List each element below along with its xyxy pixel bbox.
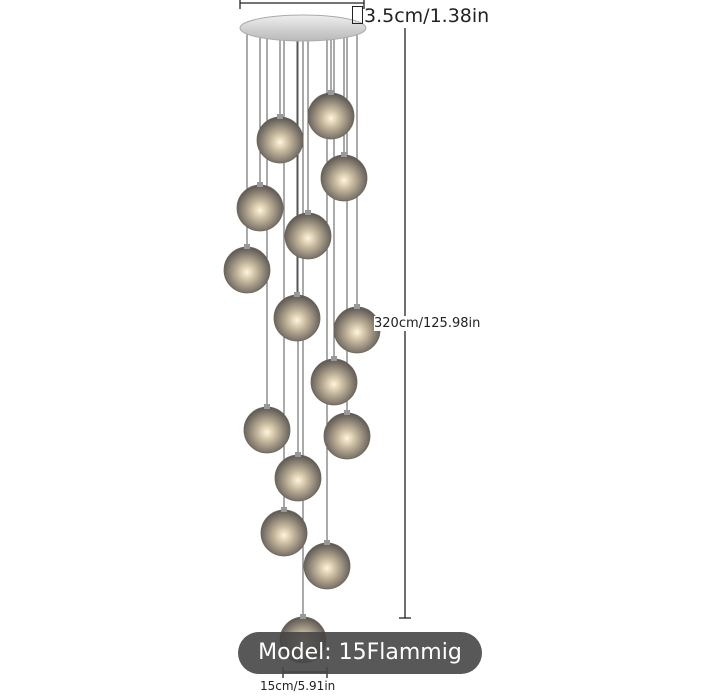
globe-cap (281, 507, 287, 512)
glass-globe (260, 509, 308, 557)
canopy-height-label: 3.5cm/1.38in (352, 5, 489, 27)
glass-globe (273, 294, 321, 342)
globe-cap (294, 292, 300, 297)
globe-cap (324, 540, 330, 545)
globes (223, 90, 381, 664)
globe-cap (305, 210, 311, 215)
glass-globe (274, 454, 322, 502)
missing-glyph-icon (352, 6, 363, 24)
ceiling-canopy (239, 14, 367, 42)
glass-globe (256, 116, 304, 164)
glass-globe (307, 92, 355, 140)
glass-globe (323, 412, 371, 460)
globe-cap (341, 152, 347, 157)
glass-globe (223, 246, 271, 294)
glass-globe (320, 154, 368, 202)
glass-globe (310, 358, 358, 406)
globe-cap (344, 410, 350, 415)
glass-globe (236, 184, 284, 232)
glass-globe (243, 406, 291, 454)
canopy-height-text: 3.5cm/1.38in (364, 5, 490, 27)
globe-diameter-label: 15cm/5.91in (260, 679, 336, 693)
globe-cap (295, 452, 301, 457)
globe-cap (264, 404, 270, 409)
total-height-label: 320cm/125.98in (374, 316, 481, 331)
globe-cap (300, 614, 306, 619)
model-badge: Model: 15Flammig (238, 632, 482, 674)
globe-cap (331, 356, 337, 361)
globe-cap (244, 244, 250, 249)
globe-cap (277, 114, 283, 119)
glass-globe (284, 212, 332, 260)
globe-cap (328, 90, 334, 95)
globe-cap (354, 304, 360, 309)
globe-cap (257, 182, 263, 187)
glass-globe (303, 542, 351, 590)
